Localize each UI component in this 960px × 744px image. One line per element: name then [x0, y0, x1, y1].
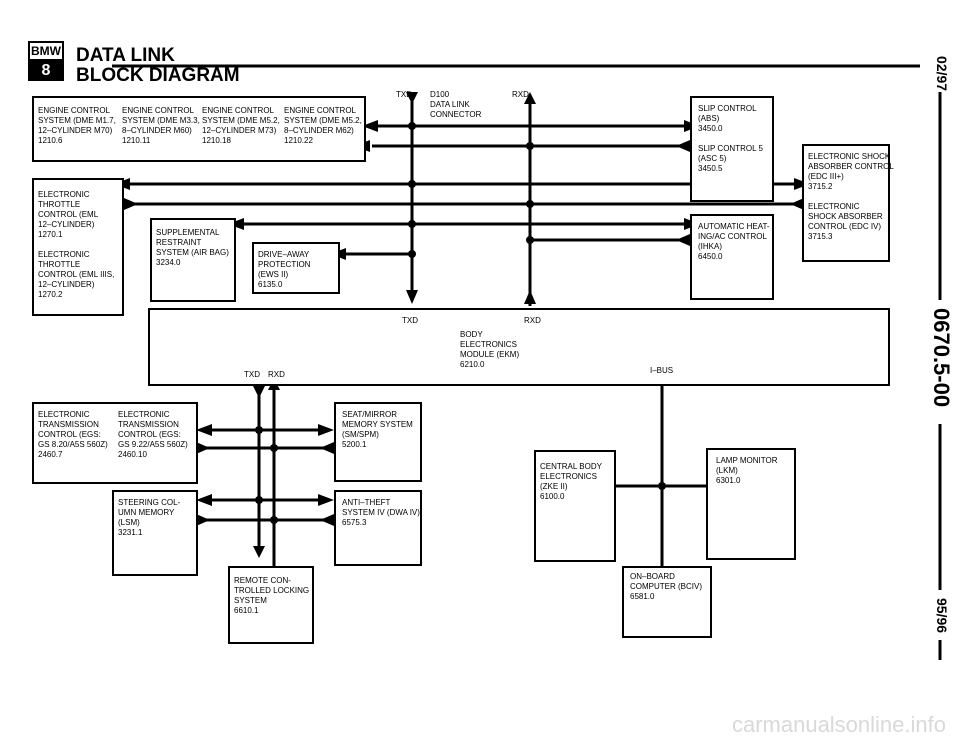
i-bus-label: I–BUS [650, 366, 674, 375]
throttle-control-box [32, 178, 124, 316]
slip-control-label: SLIP CONTROL (ABS) 3450.0 SLIP CONTROL 5… [698, 104, 763, 173]
on-board-computer-label: ON–BOARD COMPUTER (BCIV) 6581.0 [630, 572, 702, 601]
drive-away-protection-label: DRIVE–AWAY PROTECTION (EWS II) 6135.0 [258, 250, 311, 289]
lamp-monitor-label: LAMP MONITOR (LKM) 6301.0 [716, 456, 778, 485]
lower-rxd-label: RXD [268, 370, 285, 379]
remote-locking-label: REMOTE CON- TROLLED LOCKING SYSTEM 6610.… [234, 576, 310, 615]
connector-txd-label: TXD [396, 90, 412, 99]
engine-control-box [32, 96, 366, 162]
body-electronics-module-label: BODY ELECTRONICS MODULE (EKM) 6210.0 [460, 330, 520, 369]
lower-txd-label: TXD [244, 370, 260, 379]
body-electronics-module-box [148, 308, 890, 386]
transmission-control-egs-9-22: ELECTRONIC TRANSMISSION CONTROL (EGS: GS… [118, 410, 188, 459]
anti-theft-label: ANTI–THEFT SYSTEM IV (DWA IV) 6575.3 [342, 498, 420, 527]
shock-absorber-box [802, 144, 890, 262]
airbag-label: SUPPLEMENTAL RESTRAINT SYSTEM (AIR BAG) … [156, 228, 229, 267]
engine-control-m73: ENGINE CONTROL SYSTEM (DME M5.2, 12–CYLI… [202, 106, 280, 145]
drive-away-protection-box [252, 242, 340, 294]
transmission-control-egs-8-20: ELECTRONIC TRANSMISSION CONTROL (EGS: GS… [38, 410, 108, 459]
shock-absorber-label: ELECTRONIC SHOCK ABSORBER CONTROL (EDC I… [808, 152, 894, 241]
connector-rxd-label: RXD [512, 90, 529, 99]
seat-mirror-memory-label: SEAT/MIRROR MEMORY SYSTEM (SM/SPM) 5200.… [342, 410, 413, 449]
central-body-electronics-label: CENTRAL BODY ELECTRONICS (ZKE II) 6100.0 [540, 462, 602, 501]
remote-locking-box [228, 566, 314, 644]
airbag-box [150, 218, 236, 302]
ekm-txd-label: TXD [402, 316, 418, 325]
ihka-label: AUTOMATIC HEAT- ING/AC CONTROL (IHKA) 64… [698, 222, 770, 261]
bmw-logo-top: BMW [28, 41, 64, 61]
bmw-logo: BMW 8 [28, 41, 64, 81]
slip-control-box [690, 96, 774, 202]
anti-theft-box [334, 490, 422, 566]
steering-column-memory-label: STEERING COL- UMN MEMORY (LSM) 3231.1 [118, 498, 181, 537]
page-title: DATA LINK [76, 45, 175, 66]
lamp-monitor-box [706, 448, 796, 560]
central-body-electronics-box [534, 450, 616, 562]
seat-mirror-memory-box [334, 402, 422, 482]
watermark: carmanualsonline.info [731, 712, 946, 737]
transmission-control-box [32, 402, 198, 484]
page-subtitle: BLOCK DIAGRAM [76, 65, 240, 86]
engine-control-m60: ENGINE CONTROL SYSTEM (DME M3.3, 8–CYLIN… [122, 106, 200, 145]
ihka-box [690, 214, 774, 300]
throttle-control-label: ELECTRONIC THROTTLE CONTROL (EML 12–CYLI… [38, 190, 115, 299]
data-link-connector-label: D100 DATA LINK CONNECTOR [430, 90, 482, 119]
steering-column-memory-box [112, 490, 198, 576]
on-board-computer-box [622, 566, 712, 638]
engine-control-m70: ENGINE CONTROL SYSTEM (DME M1.7, 12–CYLI… [38, 106, 116, 145]
engine-control-m62: ENGINE CONTROL SYSTEM (DME M5.2, 8–CYLIN… [284, 106, 362, 145]
bmw-logo-series: 8 [28, 61, 64, 81]
ekm-rxd-label: RXD [524, 316, 541, 325]
